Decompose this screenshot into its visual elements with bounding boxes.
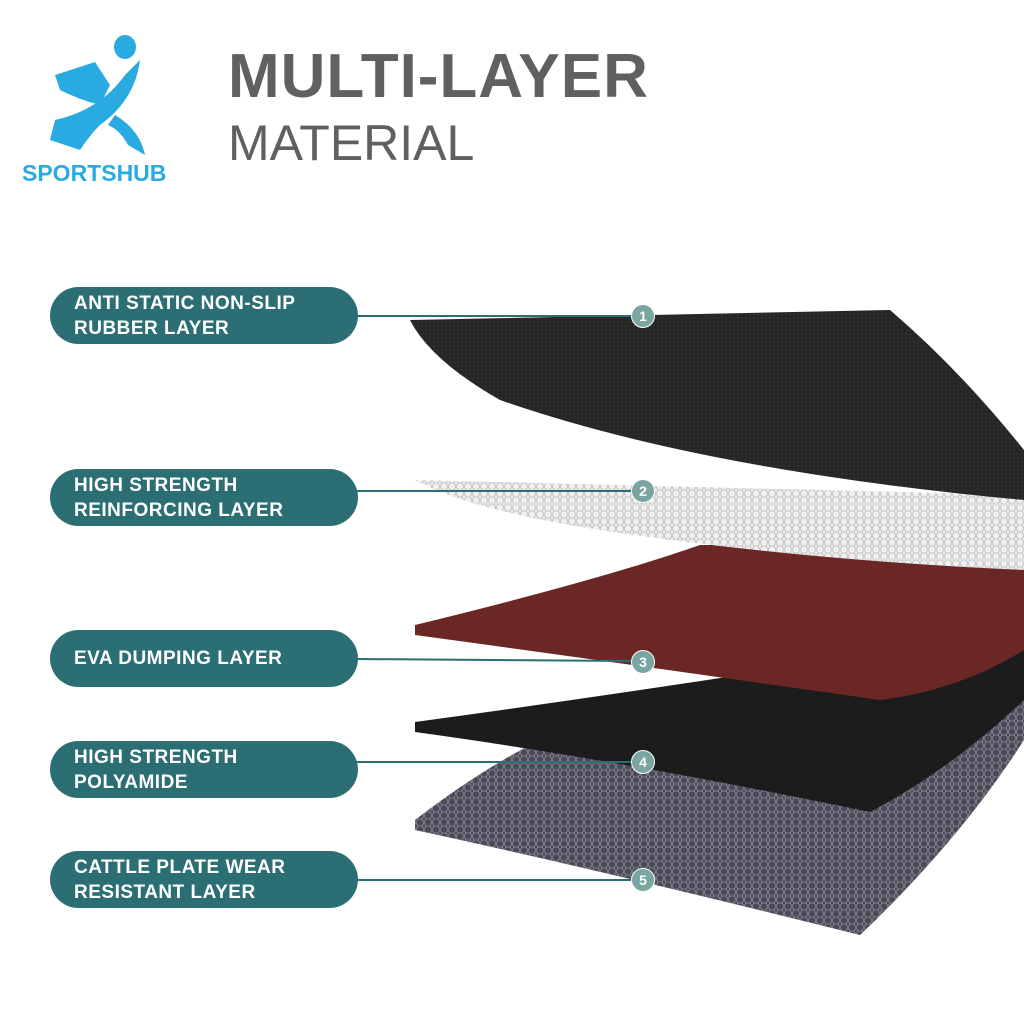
title-line-1: MULTI-LAYER — [228, 42, 649, 111]
layer-badge-5: 5 — [631, 868, 655, 892]
layer-badge-1: 1 — [631, 304, 655, 328]
layer-1-rubber — [410, 310, 1024, 500]
leader-lines — [355, 315, 633, 881]
layer-label-3: EVA DUMPING LAYER — [50, 630, 358, 687]
title-line-2: MATERIAL — [228, 115, 475, 171]
layer-2-reinforcing — [415, 480, 1024, 570]
layer-badge-4: 4 — [631, 750, 655, 774]
athlete-logo-icon — [50, 35, 145, 155]
brand-name: SPORTSHUB — [22, 160, 167, 186]
layer-3-eva — [415, 545, 1024, 700]
layer-badge-2: 2 — [631, 479, 655, 503]
sportshub-logo: SPORTSHUB — [20, 30, 190, 190]
layer-badge-3: 3 — [631, 650, 655, 674]
